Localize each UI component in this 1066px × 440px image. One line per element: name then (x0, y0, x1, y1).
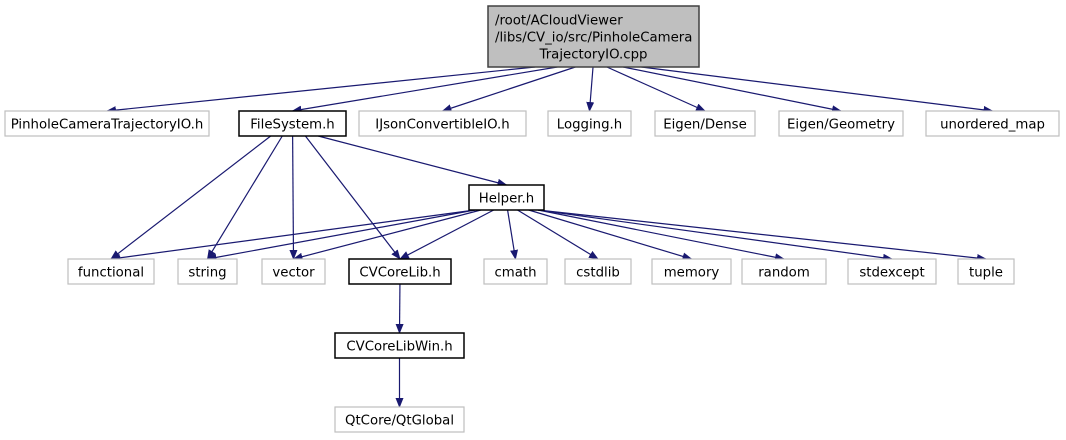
edge-filesystem_h-to-helper_h (318, 135, 508, 187)
edge-filesystem_h-to-functional (110, 135, 272, 260)
node-helper_h[interactable]: Helper.h (468, 184, 545, 211)
edge-helper_h-to-cmath (506, 209, 519, 260)
edge-helper_h-to-stdexcept (537, 209, 893, 262)
edge-root-to-pinholecameratrajectoryio_h (106, 66, 536, 115)
edge-root-to-eigen_dense (606, 66, 706, 112)
node-box (358, 110, 527, 137)
edges-layer (106, 66, 994, 408)
node-box (238, 110, 347, 137)
edge-root-to-unordered_map (641, 66, 994, 114)
edge-helper_h-to-vector (292, 209, 482, 261)
edge-root-to-filesystem_h (291, 66, 558, 114)
node-box (564, 258, 632, 285)
node-cvcorelib_h[interactable]: CVCoreLib.h (348, 258, 452, 285)
node-label: string (188, 266, 226, 281)
node-label: cmath (494, 266, 536, 281)
node-cmath: cmath (483, 258, 548, 285)
node-label: IJsonConvertibleIO.h (375, 118, 509, 133)
node-box (483, 258, 548, 285)
node-label: functional (78, 266, 144, 281)
node-qtcore_qtglobal: QtCore/QtGlobal (334, 406, 465, 433)
node-label: random (758, 266, 810, 281)
node-box (778, 110, 904, 137)
edge-helper_h-to-cvcorelib_h (399, 209, 494, 260)
node-label: TrajectoryIO.cpp (539, 48, 648, 63)
node-label: /libs/CV_io/src/PinholeCamera (495, 31, 692, 46)
node-box (654, 110, 756, 137)
node-box (487, 5, 700, 68)
node-box (741, 258, 827, 285)
node-stdexcept: stdexcept (847, 258, 937, 285)
node-label: Eigen/Dense (663, 118, 747, 133)
node-eigen_geometry: Eigen/Geometry (778, 110, 904, 137)
edge-helper_h-to-memory (528, 209, 693, 261)
node-box (468, 184, 545, 211)
node-label: PinholeCameraTrajectoryIO.h (11, 118, 204, 133)
edge-root-to-logging_h (586, 66, 595, 112)
node-box (177, 258, 238, 285)
node-label: vector (272, 266, 315, 281)
node-functional: functional (67, 258, 155, 285)
node-logging_h: Logging.h (547, 110, 632, 137)
node-box (348, 258, 452, 285)
node-label: FileSystem.h (250, 118, 335, 133)
node-cvcorelibwin_h[interactable]: CVCoreLibWin.h (334, 332, 465, 359)
node-label: memory (664, 266, 720, 281)
node-box (925, 110, 1060, 137)
node-box (334, 332, 465, 359)
node-vector: vector (261, 258, 326, 285)
node-label: Helper.h (479, 192, 534, 207)
nodes-layer: /root/ACloudViewer/libs/CV_io/src/Pinhol… (4, 5, 1060, 433)
edge-filesystem_h-to-string (206, 135, 283, 260)
node-eigen_dense: Eigen/Dense (654, 110, 756, 137)
node-random: random (741, 258, 827, 285)
node-cstdlib: cstdlib (564, 258, 632, 285)
node-label: stdexcept (859, 266, 924, 281)
edge-helper_h-to-tuple (537, 209, 987, 262)
node-box (957, 258, 1015, 285)
node-box (334, 406, 465, 433)
node-label: cstdlib (576, 266, 620, 281)
node-label: CVCoreLib.h (359, 266, 440, 281)
node-tuple: tuple (957, 258, 1015, 285)
node-box (4, 110, 210, 137)
node-ijsonconvertibleio_h: IJsonConvertibleIO.h (358, 110, 527, 137)
node-box (67, 258, 155, 285)
edge-root-to-eigen_geometry (623, 66, 842, 114)
node-box (847, 258, 937, 285)
edge-helper_h-to-cstdlib (517, 209, 599, 260)
node-label: QtCore/QtGlobal (345, 414, 454, 429)
node-label: Eigen/Geometry (787, 118, 895, 133)
edge-helper_h-to-string (206, 209, 476, 262)
node-label: unordered_map (940, 118, 1045, 133)
node-label: tuple (969, 266, 1003, 281)
node-box (651, 258, 732, 285)
edge-helper_h-to-random (537, 209, 785, 262)
node-label: Logging.h (557, 118, 622, 133)
edge-filesystem_h-to-cvcorelib_h (304, 135, 401, 260)
node-box (261, 258, 326, 285)
edge-filesystem_h-to-vector (289, 135, 298, 260)
edge-helper_h-to-functional (110, 209, 476, 262)
node-label: CVCoreLibWin.h (346, 340, 452, 355)
node-memory: memory (651, 258, 732, 285)
node-unordered_map: unordered_map (925, 110, 1060, 137)
node-root: /root/ACloudViewer/libs/CV_io/src/Pinhol… (487, 5, 700, 68)
node-label: /root/ACloudViewer (495, 14, 623, 29)
edge-root-to-ijsonconvertibleio_h (441, 66, 576, 112)
node-box (547, 110, 632, 137)
node-string: string (177, 258, 238, 285)
node-pinholecameratrajectoryio_h: PinholeCameraTrajectoryIO.h (4, 110, 210, 137)
node-filesystem_h[interactable]: FileSystem.h (238, 110, 347, 137)
